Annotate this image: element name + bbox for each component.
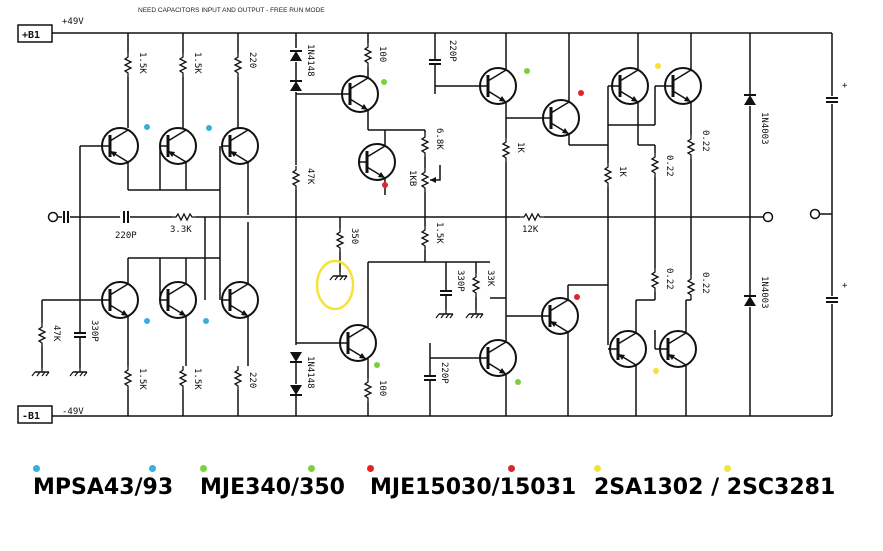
label-d-bot: 1N4148 [305, 356, 315, 389]
label-r-top-1: 1.5K [137, 52, 147, 74]
legend-dot-green [200, 465, 207, 472]
label-r-pre-top: 1K [617, 166, 627, 177]
legend-dot-yellow-2 [724, 465, 731, 472]
label-r-bot-3: 220 [247, 372, 257, 388]
legend-dot-green-2 [308, 465, 315, 472]
dot-2sc3281-1 [655, 63, 661, 69]
legend-item-2sa1302: 2SA1302 / 2SC3281 [594, 465, 836, 500]
label-r-bot-2: 1.5K [192, 368, 202, 390]
legend-item-mpsa: MPSA43/93 [33, 465, 174, 500]
label-r-trim: 1KB [407, 170, 417, 186]
schematic-title: NEED CAPACITORS INPUT AND OUTPUT - FREE … [138, 7, 325, 14]
dot-mje15031-1 [574, 294, 580, 300]
legend-label-mpsa: MPSA43/93 [33, 475, 174, 500]
label-r-top-2: 1.5K [192, 52, 202, 74]
label-r-bot-vas: 100 [377, 380, 387, 396]
transistor-type-dots [144, 63, 661, 385]
label-c-bot-miller: 220P [439, 362, 449, 384]
output-stage [430, 33, 703, 416]
bias-chain [289, 33, 490, 416]
legend-label-mje15030: MJE15030/15031 [370, 475, 577, 500]
dot-mje340-2 [524, 68, 530, 74]
transistor-legend: MPSA43/93 MJE340/350 MJE15030/15031 2SA1… [0, 465, 883, 515]
legend-label-mje340: MJE340/350 [200, 475, 345, 500]
signal-line [47, 208, 832, 224]
label-c-in-330p: 330P [89, 320, 99, 342]
dot-mpsa-2 [206, 125, 212, 131]
label-r-in-3k3: 3.3K [170, 225, 192, 235]
dot-mje350-1 [374, 362, 380, 368]
pos-rail-label: +B1 [22, 30, 40, 41]
label-r-vbe-1k5: 1.5K [434, 222, 444, 244]
label-r-fb-12k: 12K [522, 225, 539, 235]
label-r-33k: 33K [485, 270, 495, 287]
dot-mje340-1 [381, 79, 387, 85]
label-d-clamp-bot: 1N4003 [759, 276, 769, 309]
label-r-vbe-6k8: 6.8K [434, 128, 444, 150]
legend-item-mje340: MJE340/350 [200, 465, 345, 500]
label-r-out-bot-1: 0.22 [664, 268, 674, 290]
clamp-and-supply: + + [743, 33, 848, 416]
positive-rail: +B1 +49V [17, 17, 832, 43]
label-r-driver-top: 1K [515, 142, 525, 153]
legend-dot-red [367, 465, 374, 472]
pos-rail-voltage: +49V [62, 17, 84, 27]
dot-mpsa-3 [144, 318, 150, 324]
label-c-mid-330p: 330P [455, 270, 465, 292]
label-c-top-miller: 220P [447, 40, 457, 62]
label-r-top-3: 220 [247, 52, 257, 68]
input-stage-top [79, 33, 260, 300]
legend-dot-blue-2 [149, 465, 156, 472]
label-d-clamp-top: 1N4003 [759, 112, 769, 145]
label-r-out-top-2: 0.22 [700, 130, 710, 152]
neg-rail-voltage: -49V [62, 407, 84, 417]
label-r-out-bot-2: 0.22 [700, 272, 710, 294]
label-r-bias-47k: 47K [305, 168, 315, 185]
dot-2sa1302-1 [653, 368, 659, 374]
legend-dot-blue [33, 465, 40, 472]
label-r-top-vas: 100 [377, 46, 387, 62]
label-r-out-top-1: 0.22 [664, 155, 674, 177]
component-labels: 1.5K 1.5K 220 1N4148 100 220P 47K 6.8K 1… [51, 40, 769, 396]
dot-mpsa-4 [203, 318, 209, 324]
cap-plus-top: + [842, 81, 848, 91]
cap-plus-bottom: + [842, 281, 848, 291]
legend-item-mje15030: MJE15030/15031 [367, 465, 577, 500]
dot-mje350-2 [515, 379, 521, 385]
label-c-in-220p: 220P [115, 231, 137, 241]
label-r-bot-1: 1.5K [137, 368, 147, 390]
input-stage-bottom [31, 217, 260, 416]
legend-label-2sa1302: 2SA1302 / 2SC3281 [594, 475, 836, 500]
dot-mje15030-2 [578, 90, 584, 96]
label-r-gnd-350: 350 [349, 228, 359, 244]
label-d-top: 1N4148 [305, 44, 315, 77]
legend-dot-yellow [594, 465, 601, 472]
label-r-in-47k: 47K [51, 325, 61, 342]
negative-rail: -B1 -49V [17, 405, 832, 424]
amplifier-schematic: NEED CAPACITORS INPUT AND OUTPUT - FREE … [17, 7, 848, 424]
dot-mpsa-1 [144, 124, 150, 130]
highlight-ground-marker [315, 259, 355, 311]
legend-dot-red-2 [508, 465, 515, 472]
dot-mje15030-1 [382, 182, 388, 188]
neg-rail-label: -B1 [22, 411, 40, 422]
